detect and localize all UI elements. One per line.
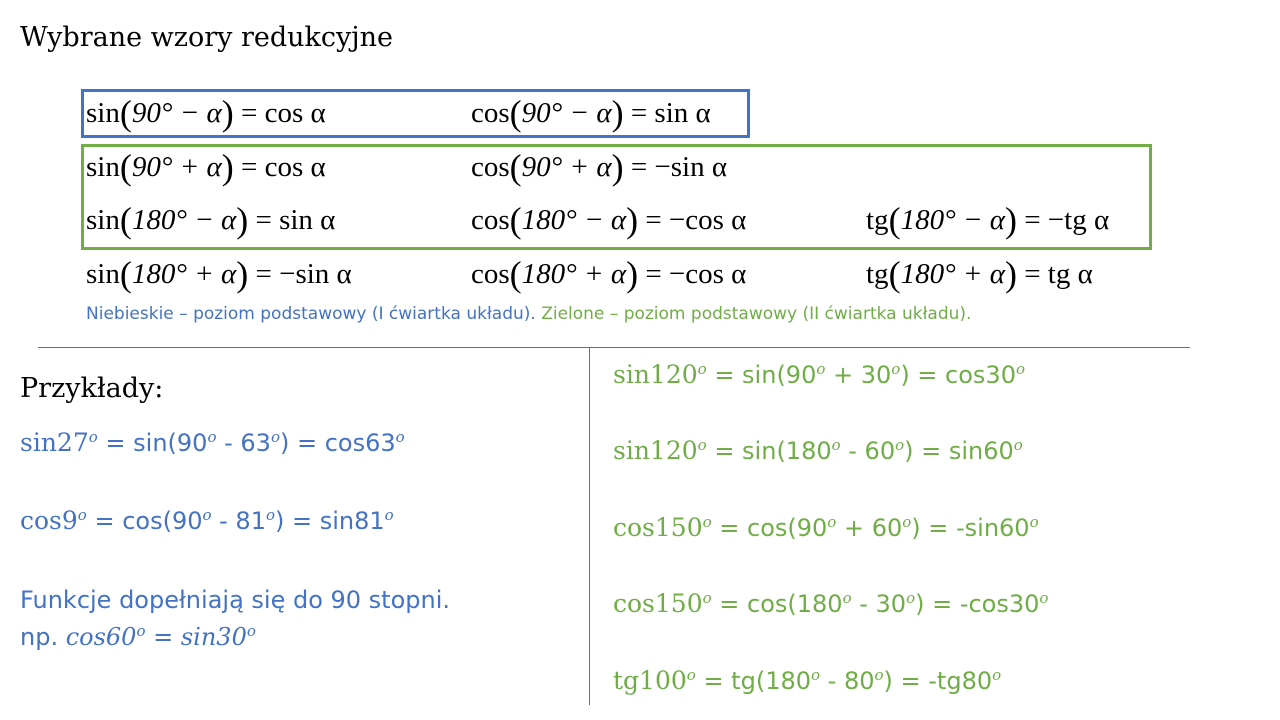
formula-tg-180-plus: tg(180° + α) = tg α [866, 254, 1093, 294]
legend-green: Zielone – poziom podstawowy (II ćwiartka… [541, 304, 972, 324]
right-example-2: sin120o = sin(180o - 60o) = sin60o [613, 436, 1023, 465]
right-example-4: cos150o = cos(180o - 30o) = -cos30o [613, 589, 1049, 618]
left-example-1: sin27o = sin(90o - 63o) = cos63o [20, 428, 405, 457]
formula-cos-90-minus: cos(90° − α) = sin α [471, 93, 711, 133]
right-example-5: tg100o = tg(180o - 80o) = -tg80o [613, 666, 1002, 695]
basic-formulas-box-blue [81, 89, 750, 138]
formula-sin-180-plus: sin(180° + α) = −sin α [86, 254, 352, 294]
horizontal-divider [38, 347, 1190, 348]
formula-sin-90-minus: sin(90° − α) = cos α [86, 93, 326, 133]
formula-cos-180-plus: cos(180° + α) = −cos α [471, 254, 747, 294]
basic-formulas-box-green [81, 144, 1152, 250]
formula-sin-90-plus: sin(90° + α) = cos α [86, 147, 326, 187]
legend-blue: Niebieskie – poziom podstawowy (I ćwiart… [86, 304, 536, 324]
legend-note: Niebieskie – poziom podstawowy (I ćwiart… [86, 304, 971, 324]
formula-sin-180-minus: sin(180° − α) = sin α [86, 200, 336, 240]
vertical-divider [589, 347, 590, 705]
examples-heading: Przykłady: [20, 373, 164, 404]
left-example-2: cos9o = cos(90o - 81o) = sin81o [20, 506, 394, 535]
complementary-example: np. cos60o = sin30o [20, 622, 256, 651]
right-example-3: cos150o = cos(90o + 60o) = -sin60o [613, 513, 1039, 542]
formula-tg-180-minus: tg(180° − α) = −tg α [866, 200, 1110, 240]
complementary-note: Funkcje dopełniają się do 90 stopni. [20, 586, 451, 614]
formula-cos-90-plus: cos(90° + α) = −sin α [471, 147, 728, 187]
page-title: Wybrane wzory redukcyjne [20, 22, 394, 53]
right-example-1: sin120o = sin(90o + 30o) = cos30o [613, 360, 1025, 389]
formula-cos-180-minus: cos(180° − α) = −cos α [471, 200, 747, 240]
